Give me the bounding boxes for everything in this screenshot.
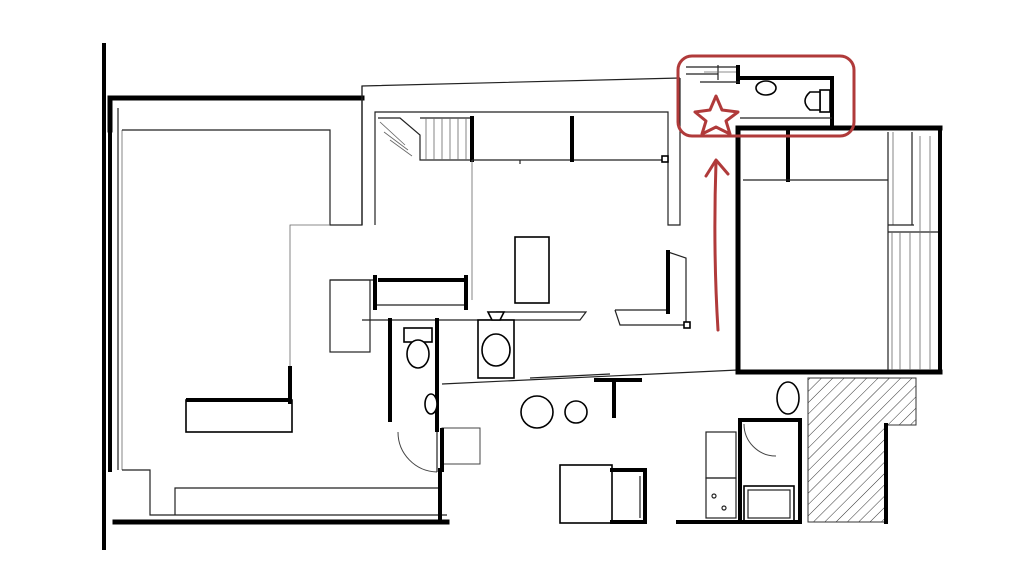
sink — [424, 393, 438, 415]
toilet-bowl — [406, 339, 430, 369]
right-bedroom — [735, 125, 943, 375]
wash-basin — [481, 333, 511, 367]
upper-sink — [755, 80, 777, 96]
hatched-area — [807, 377, 917, 524]
bathroom-door-swing — [397, 431, 438, 473]
highlight-box — [676, 54, 856, 138]
bottom-center-room — [559, 464, 647, 524]
bathtub — [743, 485, 795, 523]
arrow-shaft — [713, 160, 720, 332]
arrow-up-icon — [704, 158, 730, 178]
bench-counter — [185, 399, 293, 433]
central-bathroom — [388, 311, 515, 473]
round-table-large — [520, 395, 554, 429]
lower-right-toilet — [776, 381, 800, 415]
right-lower-rooms — [676, 381, 802, 524]
staircase — [378, 116, 474, 162]
upper-toilet — [804, 91, 821, 111]
left-large-room — [107, 95, 450, 525]
central-block — [329, 77, 691, 353]
dining-table — [514, 236, 550, 304]
corridor — [441, 369, 739, 429]
round-table-small — [564, 400, 588, 424]
star-icon — [693, 94, 740, 136]
annotations — [676, 54, 856, 332]
upper-right-toilet-room — [686, 65, 834, 130]
